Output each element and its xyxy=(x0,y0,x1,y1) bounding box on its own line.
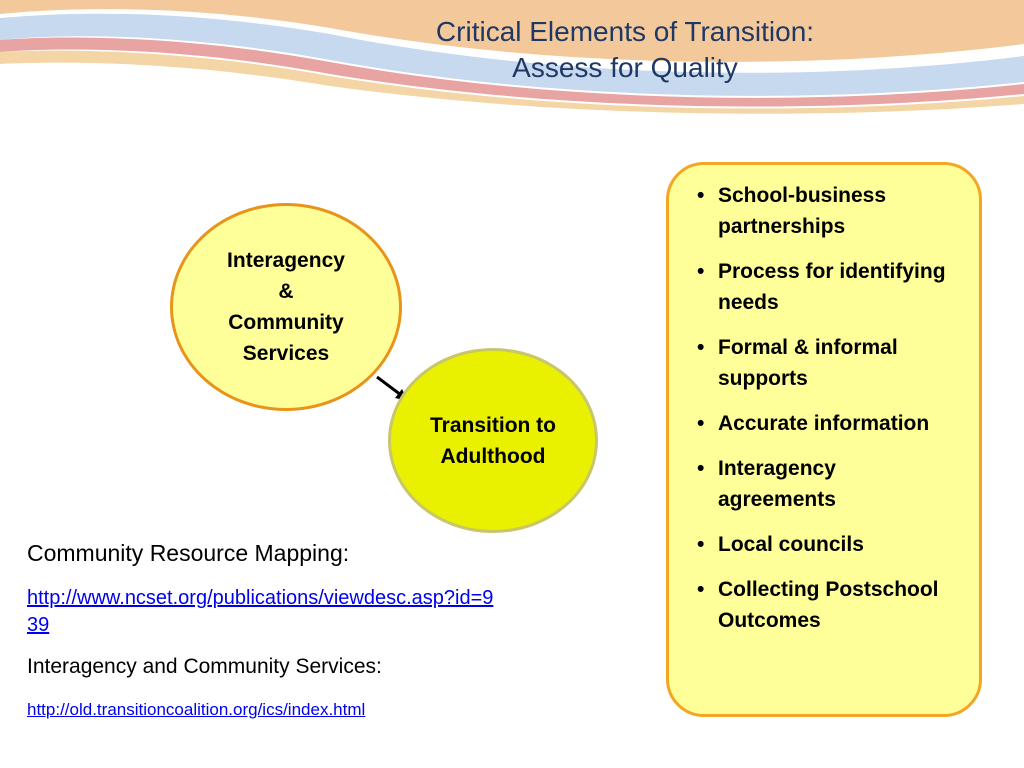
slide-title: Critical Elements of Transition: Assess … xyxy=(380,14,870,86)
circle-a-line: Interagency xyxy=(227,249,345,272)
quality-elements-list: •School-business partnerships •Process f… xyxy=(669,165,979,636)
circle-b-line: Adulthood xyxy=(440,444,546,468)
interagency-community-services-circle: Interagency & Community Services xyxy=(170,203,402,411)
transition-to-adulthood-circle: Transition to Adulthood xyxy=(388,348,598,533)
decorative-wave-banner xyxy=(0,0,1024,114)
circle-b-line: Transition to xyxy=(430,413,556,437)
list-item: •Formal & informal supports xyxy=(695,332,959,394)
list-item: •Process for identifying needs xyxy=(695,256,959,318)
list-item: •Accurate information xyxy=(695,408,959,439)
resource-mapping-heading: Community Resource Mapping: xyxy=(27,540,350,566)
bullet-icon: • xyxy=(697,184,705,207)
bullet-icon: • xyxy=(697,533,705,556)
title-line-1: Critical Elements of Transition: xyxy=(435,16,815,47)
interagency-services-heading: Interagency and Community Services: xyxy=(27,655,382,678)
circle-a-line: Community xyxy=(228,311,344,334)
title-line-2: Assess for Quality xyxy=(512,52,738,83)
interagency-services-link[interactable]: http://old.transitioncoalition.org/ics/i… xyxy=(27,700,366,719)
resource-mapping-link[interactable]: http://www.ncset.org/publications/viewde… xyxy=(27,587,494,636)
circle-a-line: Services xyxy=(242,342,330,365)
circle-a-line: & xyxy=(278,280,294,303)
bullet-icon: • xyxy=(697,457,705,480)
list-item: •School-business partnerships xyxy=(695,180,959,242)
bullet-icon: • xyxy=(697,578,705,601)
bullet-icon: • xyxy=(697,412,705,435)
list-item: •Collecting Postschool Outcomes xyxy=(695,574,959,636)
bullet-icon: • xyxy=(697,260,705,283)
list-item: •Local councils xyxy=(695,529,959,560)
quality-elements-panel: •School-business partnerships •Process f… xyxy=(666,162,982,717)
bullet-icon: • xyxy=(697,336,705,359)
list-item: •Interagency agreements xyxy=(695,453,959,515)
